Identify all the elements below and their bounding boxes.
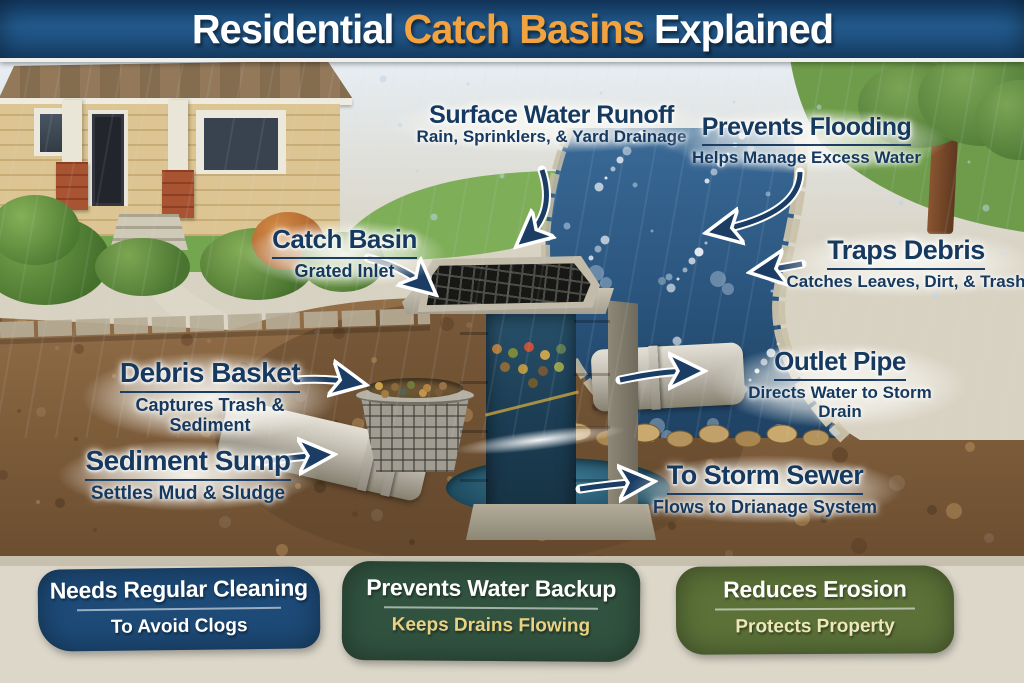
- house-roof: [0, 60, 352, 102]
- callout-title: Outlet Pipe: [774, 347, 906, 382]
- callout-subtitle: Captures Trash & Sediment: [135, 395, 285, 436]
- badge-title: Needs Regular Cleaning: [49, 574, 308, 604]
- callout-subtitle: Grated Inlet: [294, 261, 395, 282]
- callout-to-storm-sewer: To Storm Sewer Flows to Drianage System: [628, 455, 902, 525]
- title-part3: Explained: [653, 5, 833, 52]
- debris-basket: [356, 378, 474, 474]
- callout-outlet-pipe: Outlet Pipe Directs Water to Storm Drain: [712, 342, 968, 428]
- badge-subtitle: To Avoid Clogs: [110, 614, 248, 638]
- callout-debris-basket: Debris Basket Captures Trash & Sediment: [82, 352, 338, 442]
- callout-title: Prevents Flooding: [701, 114, 912, 147]
- curb-edge-left: [0, 308, 431, 338]
- badge-title: Prevents Water Backup: [366, 574, 617, 602]
- callout-title: Debris Basket: [119, 358, 301, 394]
- title-part1: Residential: [191, 5, 393, 52]
- callout-title: Sediment Sump: [85, 446, 291, 482]
- callout-prevents-flooding: Prevents Flooding Helps Manage Excess Wa…: [665, 108, 948, 174]
- badge-subtitle: Protects Property: [735, 615, 895, 637]
- callout-subtitle: Flows to Drianage System: [652, 497, 878, 518]
- callout-surface-runoff: Surface Water Runoff Rain, Sprinklers, &…: [385, 96, 718, 153]
- badge-title: Reduces Erosion: [723, 575, 907, 603]
- porch-column-brick: [162, 170, 194, 218]
- grate-grid: [426, 263, 591, 306]
- callout-title: To Storm Sewer: [666, 461, 864, 496]
- callout-traps-debris: Traps Debris Catches Leaves, Dirt, & Tra…: [772, 230, 1024, 299]
- benefit-badge-erosion: Reduces Erosion Protects Property: [675, 565, 955, 655]
- callout-subtitle: Rain, Sprinklers, & Yard Drainage: [416, 127, 687, 147]
- callout-subtitle: Settles Mud & Sludge: [90, 483, 286, 505]
- title-highlight: Catch Basins: [403, 5, 644, 52]
- callout-title: Surface Water Runoff: [429, 101, 674, 129]
- bush: [95, 238, 190, 296]
- benefit-badge-backup: Prevents Water Backup Keeps Drains Flowi…: [341, 560, 641, 663]
- callout-sediment-sump: Sediment Sump Settles Mud & Sludge: [58, 440, 318, 512]
- house-door: [88, 110, 128, 206]
- callout-title: Traps Debris: [827, 236, 985, 271]
- grated-inlet: [410, 256, 600, 312]
- page-title: Residential Catch Basins Explained: [191, 5, 833, 53]
- callout-catch-basin: Catch Basin Grated Inlet: [243, 220, 446, 289]
- callout-subtitle: Catches Leaves, Dirt, & Trash: [786, 272, 1024, 292]
- bush: [0, 195, 80, 265]
- callout-subtitle: Helps Manage Excess Water: [692, 148, 921, 168]
- badge-subtitle: Keeps Drains Flowing: [391, 613, 591, 637]
- title-banner: Residential Catch Basins Explained: [0, 0, 1024, 62]
- callout-subtitle: Directs Water to Storm Drain: [748, 383, 932, 421]
- house-window-large: [196, 110, 286, 174]
- callout-title: Catch Basin: [272, 225, 417, 260]
- benefit-badge-cleaning: Needs Regular Cleaning To Avoid Clogs: [37, 566, 321, 652]
- trapped-debris: [367, 378, 463, 398]
